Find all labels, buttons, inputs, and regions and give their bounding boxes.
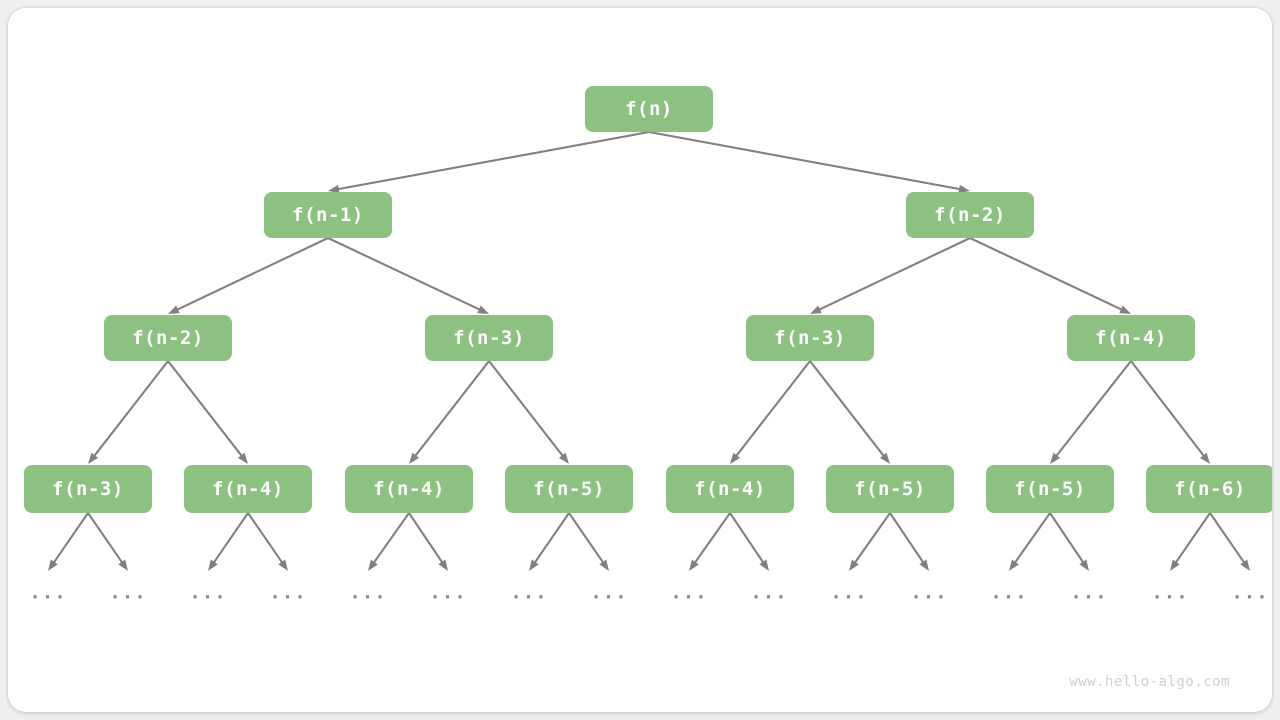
tree-node-n6[interactable]: f(n-4) — [1067, 315, 1195, 361]
tree-node-label: f(n-5) — [1014, 478, 1086, 500]
edge-n0-to-n2 — [647, 130, 970, 194]
watermark: www.hello-algo.com — [1069, 674, 1230, 690]
edge-leaf-2 — [208, 511, 250, 571]
tree-node-n8[interactable]: f(n-4) — [184, 465, 312, 513]
edge-n2-to-n5 — [810, 236, 972, 314]
leaf-ellipsis-2: ... — [189, 581, 227, 604]
tree-node-n10[interactable]: f(n-5) — [505, 465, 633, 513]
edge-leaf-6 — [529, 511, 571, 571]
edge-leaf-10 — [849, 511, 892, 571]
tree-node-label: f(n-6) — [1174, 478, 1246, 500]
edge-n3-to-n8 — [166, 359, 248, 464]
edge-n2-to-n6 — [968, 236, 1131, 314]
tree-node-label: f(n-2) — [934, 204, 1006, 226]
tree-node-n3[interactable]: f(n-2) — [104, 315, 232, 361]
tree-node-label: f(n-4) — [373, 478, 445, 500]
edge-n0-to-n1 — [328, 130, 651, 194]
edge-n3-to-n7 — [88, 359, 170, 464]
leaf-ellipsis-0: ... — [29, 581, 67, 604]
edge-n5-to-n12 — [808, 359, 890, 464]
edge-n1-to-n4 — [326, 236, 489, 314]
tree-node-label: f(n-1) — [292, 204, 364, 226]
tree-node-n14[interactable]: f(n-6) — [1146, 465, 1272, 513]
tree-node-label: f(n-2) — [132, 327, 204, 349]
leaf-ellipsis-12: ... — [990, 581, 1028, 604]
edge-leaf-4 — [368, 511, 411, 571]
tree-node-n11[interactable]: f(n-4) — [666, 465, 794, 513]
leaf-ellipsis-3: ... — [269, 581, 307, 604]
edge-n1-to-n3 — [168, 236, 330, 314]
recursion-tree-canvas: f(n) f(n-1) f(n-2) f(n-2) f(n-3) f(n-3) f(n-4)… — [8, 8, 1272, 712]
tree-node-n13[interactable]: f(n-5) — [986, 465, 1114, 513]
edge-leaf-12 — [1009, 511, 1052, 571]
edge-n6-to-n13 — [1050, 359, 1133, 464]
tree-node-n9[interactable]: f(n-4) — [345, 465, 473, 513]
leaf-ellipsis-8: ... — [670, 581, 708, 604]
leaf-ellipsis-9: ... — [750, 581, 788, 604]
tree-node-n1[interactable]: f(n-1) — [264, 192, 392, 238]
edge-leaf-0 — [48, 511, 90, 571]
tree-node-n12[interactable]: f(n-5) — [826, 465, 954, 513]
tree-node-n7[interactable]: f(n-3) — [24, 465, 152, 513]
leaf-ellipsis-6: ... — [510, 581, 548, 604]
tree-node-label: f(n-3) — [774, 327, 846, 349]
tree-node-n2[interactable]: f(n-2) — [906, 192, 1034, 238]
edge-leaf-13 — [1048, 511, 1089, 571]
tree-node-label: f(n-3) — [52, 478, 124, 500]
edge-leaf-5 — [407, 511, 448, 571]
leaf-ellipsis-4: ... — [349, 581, 387, 604]
tree-node-label: f(n-4) — [212, 478, 284, 500]
tree-node-label: f(n) — [625, 98, 673, 120]
tree-node-label: f(n-4) — [694, 478, 766, 500]
edge-leaf-3 — [246, 511, 288, 571]
edge-leaf-9 — [728, 511, 769, 571]
edge-n6-to-n14 — [1129, 359, 1210, 464]
edge-leaf-8 — [689, 511, 732, 571]
tree-node-label: f(n-3) — [453, 327, 525, 349]
edge-leaf-7 — [567, 511, 609, 571]
edge-leaf-15 — [1208, 511, 1250, 571]
leaf-ellipsis-14: ... — [1151, 581, 1189, 604]
tree-node-label: f(n-5) — [533, 478, 605, 500]
edge-n4-to-n10 — [487, 359, 569, 464]
edge-leaf-14 — [1170, 511, 1212, 571]
leaf-ellipsis-10: ... — [830, 581, 868, 604]
tree-node-n5[interactable]: f(n-3) — [746, 315, 874, 361]
leaf-ellipsis-5: ... — [429, 581, 467, 604]
leaf-ellipsis-7: ... — [590, 581, 628, 604]
tree-node-label: f(n-5) — [854, 478, 926, 500]
edge-leaf-11 — [888, 511, 929, 571]
tree-node-n0[interactable]: f(n) — [585, 86, 713, 132]
leaf-ellipsis-13: ... — [1070, 581, 1108, 604]
edge-n5-to-n11 — [730, 359, 812, 464]
tree-node-label: f(n-4) — [1095, 327, 1167, 349]
edge-n4-to-n9 — [409, 359, 491, 464]
tree-node-n4[interactable]: f(n-3) — [425, 315, 553, 361]
edge-leaf-1 — [86, 511, 128, 571]
leaf-ellipsis-15: ... — [1231, 581, 1269, 604]
leaf-ellipsis-11: ... — [910, 581, 948, 604]
diagram-card: f(n) f(n-1) f(n-2) f(n-2) f(n-3) f(n-3) f(n-4)… — [8, 8, 1272, 712]
leaf-ellipsis-1: ... — [109, 581, 147, 604]
